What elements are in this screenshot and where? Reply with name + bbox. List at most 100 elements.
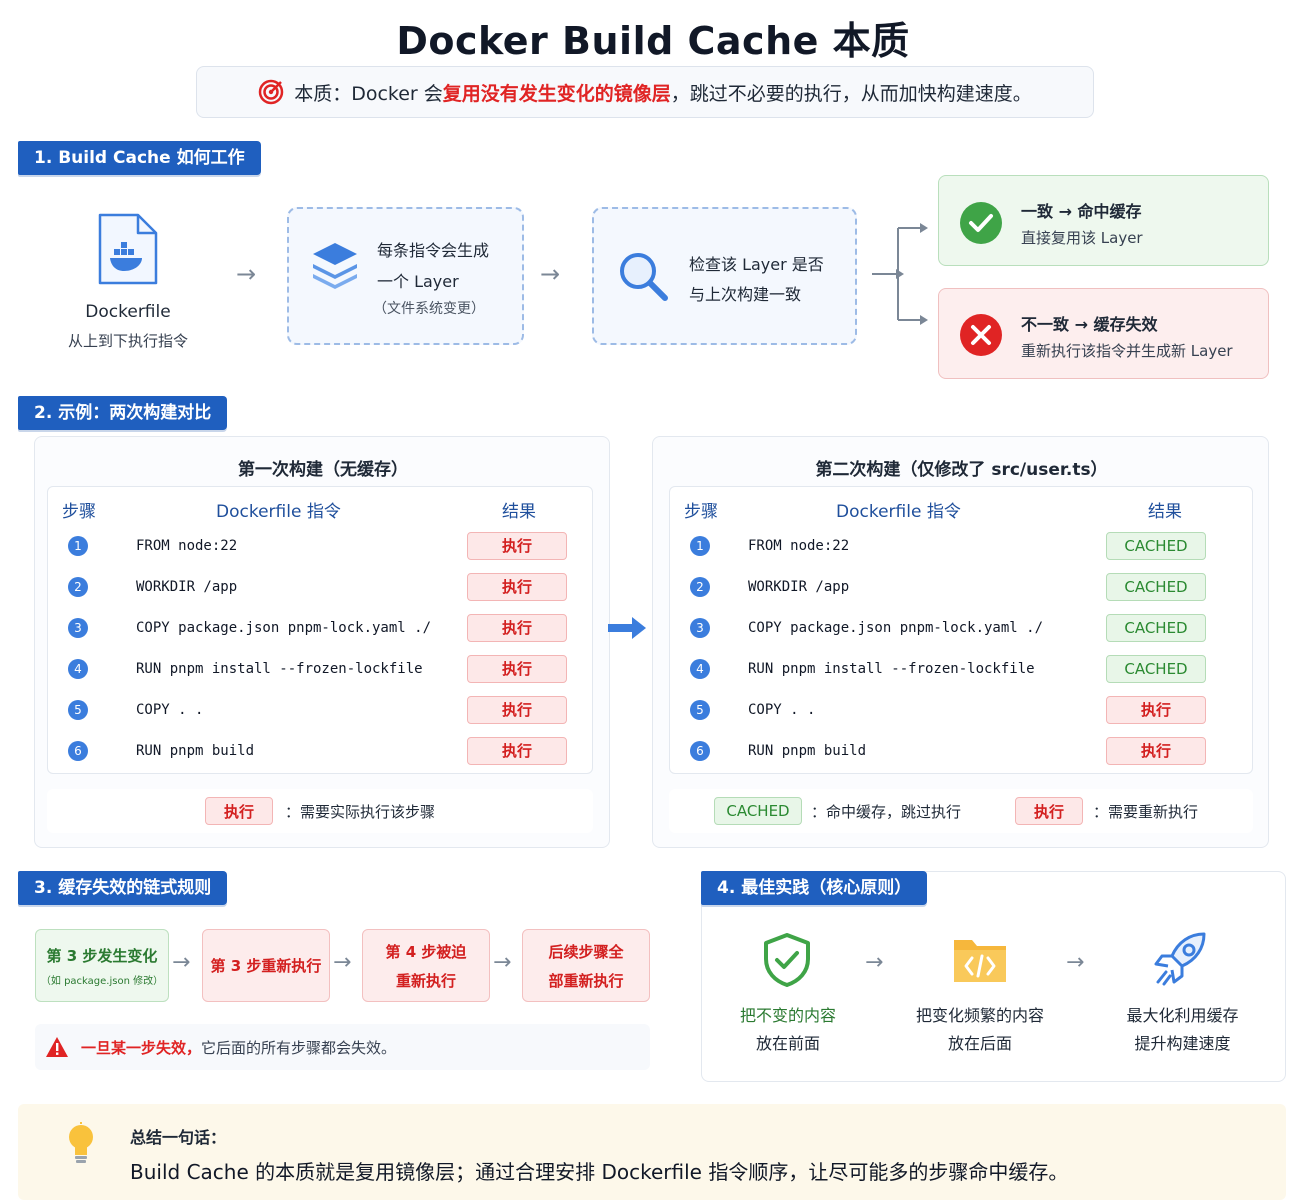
- arrow-right-icon: →: [540, 260, 561, 288]
- first-legend: 执行 ：需要实际执行该步骤: [47, 789, 593, 833]
- step-number: 2: [68, 576, 88, 597]
- layer-step-line1: 每条指令会生成: [377, 241, 490, 260]
- exec-badge: 执行: [467, 572, 567, 601]
- step-number: 5: [690, 699, 710, 720]
- col-cmd-header: Dockerfile 指令: [216, 502, 341, 522]
- cache-hit-title: 一致 → 命中缓存: [1021, 202, 1142, 221]
- legend-exec-badge: 执行: [204, 797, 273, 825]
- cache-hit-sub: 直接复用该 Layer: [1021, 229, 1143, 247]
- essence-suffix: ，跳过不必要的执行，从而加快构建速度。: [670, 82, 1032, 105]
- exec-badge: 执行: [467, 654, 567, 683]
- essence-highlight: 复用没有发生变化的镜像层: [442, 82, 671, 105]
- legend-exec-badge: 执行: [1015, 797, 1083, 825]
- exec-badge: 执行: [467, 695, 567, 724]
- section2-header: 2. 示例：两次构建对比: [18, 396, 228, 430]
- cache-miss-box: 不一致 → 缓存失效 重新执行该指令并生成新 Layer: [938, 288, 1269, 379]
- chain-step-all-line1: 后续步骤全: [548, 942, 624, 961]
- bp3-line1: 最大化利用缓存: [1126, 1006, 1239, 1025]
- dockerfile-command: RUN pnpm install --frozen-lockfile: [136, 660, 423, 677]
- step-number: 3: [690, 617, 710, 638]
- exec-badge: 执行: [467, 613, 567, 642]
- bp2-line2: 放在后面: [947, 1034, 1012, 1053]
- cache-miss-sub: 重新执行该指令并生成新 Layer: [1021, 342, 1233, 360]
- dockerfile-command: RUN pnpm install --frozen-lockfile: [748, 660, 1035, 677]
- chain-step-changed-line1: 第 3 步发生变化: [46, 946, 158, 965]
- summary-label: 总结一句话：: [130, 1128, 227, 1147]
- essence-prefix: 本质：Docker 会: [294, 82, 443, 105]
- dockerfile-command: COPY package.json pnpm-lock.yaml ./: [136, 619, 432, 636]
- summary-box: 总结一句话： Build Cache 的本质就是复用镜像层；通过合理安排 Doc…: [18, 1104, 1286, 1200]
- layers-icon: [313, 243, 357, 289]
- check-step-line1: 检查该 Layer 是否: [689, 255, 824, 274]
- bp1-line2: 放在前面: [755, 1034, 820, 1053]
- section1-header: 1. Build Cache 如何工作: [18, 141, 261, 175]
- shield-check-icon: [764, 933, 810, 987]
- legend-exec-text: ：需要实际执行该步骤: [284, 802, 435, 821]
- dockerfile-command: COPY package.json pnpm-lock.yaml ./: [748, 619, 1044, 636]
- arrow-right-icon: →: [333, 950, 352, 975]
- warning-icon: [46, 1037, 68, 1057]
- cache-hit-box: 一致 → 命中缓存 直接复用该 Layer: [938, 175, 1269, 266]
- bp3-line2: 提升构建速度: [1134, 1034, 1231, 1053]
- second-legend: CACHED ：命中缓存，跳过执行 执行 ：需要重新执行: [669, 789, 1253, 833]
- dockerfile-command: COPY . .: [748, 701, 816, 718]
- second-build-panel: 第二次构建（仅修改了 src/user.ts） 步骤 Dockerfile 指令…: [652, 436, 1269, 848]
- warning-highlight: 一旦某一步失效，: [81, 1038, 202, 1057]
- first-build-title: 第一次构建（无缓存）: [238, 460, 408, 480]
- code-folder-icon: [954, 940, 1006, 982]
- dockerfile-command: RUN pnpm build: [748, 742, 867, 759]
- branch-arrows: [872, 223, 928, 325]
- bp1-line1: 把不变的内容: [739, 1006, 836, 1025]
- exec-badge: 执行: [1106, 695, 1206, 724]
- dockerfile-command: COPY . .: [136, 701, 204, 718]
- section4-header: 4. 最佳实践（核心原则）: [701, 871, 928, 905]
- col-cmd-header: Dockerfile 指令: [836, 502, 961, 522]
- dockerfile-command: WORKDIR /app: [748, 578, 850, 595]
- layer-step-note: （文件系统变更）: [373, 301, 485, 317]
- dockerfile-command: FROM node:22: [136, 537, 238, 554]
- essence-banner: 本质：Docker 会复用没有发生变化的镜像层，跳过不必要的执行，从而加快构建速…: [196, 66, 1094, 118]
- legend-cached-badge: CACHED: [714, 797, 802, 825]
- step-number: 6: [690, 740, 710, 761]
- arrow-right-icon: →: [865, 950, 884, 975]
- exec-badge: 执行: [467, 736, 567, 765]
- dockerfile-command: FROM node:22: [748, 537, 850, 554]
- step-number: 4: [690, 658, 710, 679]
- chain-step-rerun-text: 第 3 步重新执行: [210, 957, 322, 975]
- chain-step-forced: 第 4 步被迫 重新执行: [362, 929, 490, 1002]
- chain-step-all: 后续步骤全 部重新执行: [522, 929, 650, 1002]
- target-icon: [258, 79, 284, 105]
- x-circle-icon: [960, 314, 1002, 356]
- page-title: Docker Build Cache 本质: [396, 19, 910, 63]
- arrow-right-icon: [608, 617, 646, 639]
- table-row: 5 COPY . . 执行: [670, 689, 1254, 730]
- chain-step-changed-line2: （如 package.json 修改）: [40, 975, 164, 987]
- section3-header: 3. 缓存失效的链式规则: [18, 871, 228, 905]
- summary-text: Build Cache 的本质就是复用镜像层；通过合理安排 Dockerfile…: [130, 1160, 1069, 1184]
- lightbulb-icon: [69, 1122, 93, 1163]
- check-step-box: 检查该 Layer 是否 与上次构建一致: [592, 207, 857, 345]
- arrow-right-icon: →: [172, 950, 191, 975]
- legend-cached-text: ：命中缓存，跳过执行: [811, 803, 962, 821]
- second-build-title: 第二次构建（仅修改了 src/user.ts）: [815, 460, 1108, 480]
- check-circle-icon: [960, 202, 1002, 244]
- dockerfile-label: Dockerfile: [85, 302, 171, 322]
- chain-step-forced-line1: 第 4 步被迫: [385, 942, 467, 961]
- cached-badge: CACHED: [1106, 531, 1206, 560]
- step-number: 1: [68, 535, 88, 556]
- col-step-header: 步骤: [62, 502, 96, 522]
